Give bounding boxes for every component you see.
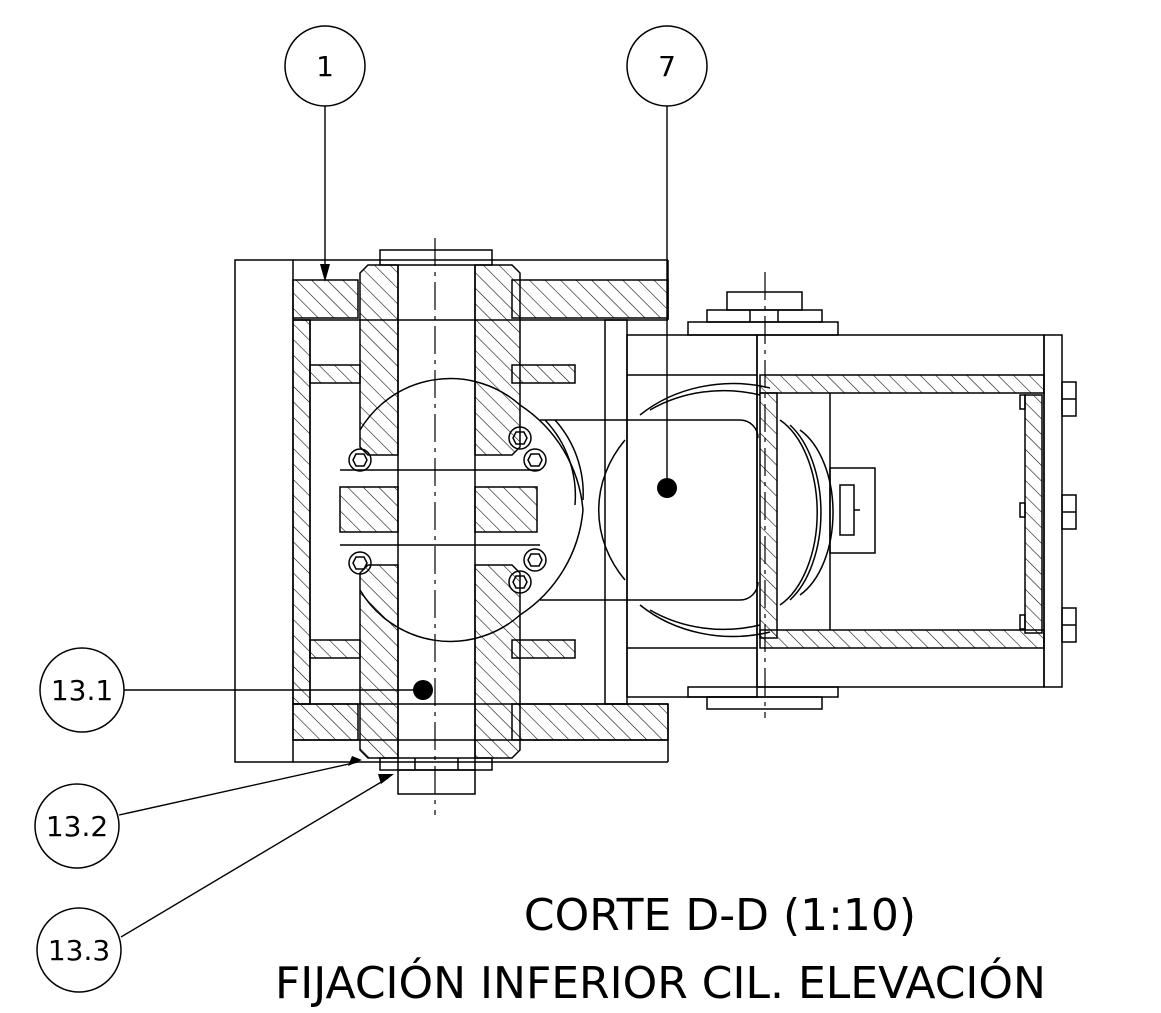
callout-13-3: 13.3: [36, 907, 122, 993]
hatched-sections: [292, 264, 1045, 759]
pin-shaft: [379, 249, 493, 795]
callout-13-1-label: 13.1: [51, 674, 113, 707]
leader-terminators: [320, 264, 677, 784]
callout-1-label: 1: [316, 50, 334, 83]
callout-13-2: 13.2: [34, 783, 120, 869]
callout-1: 1: [284, 25, 366, 107]
centerlines: [434, 238, 766, 815]
section-title: CORTE D-D (1:10): [524, 890, 916, 941]
callout-13-2-label: 13.2: [46, 810, 108, 843]
callout-13-1: 13.1: [39, 647, 125, 733]
leader-lines: [118, 106, 668, 938]
cylinder-eye: [340, 377, 584, 643]
callout-13-3-label: 13.3: [48, 934, 110, 967]
callout-7-label: 7: [658, 50, 676, 83]
cylinder-housing: [604, 291, 1077, 710]
section-subtitle: FIJACIÓN INFERIOR CIL. ELEVACIÓN: [275, 956, 1046, 1009]
callout-7: 7: [626, 25, 708, 107]
cylinder-rod: [540, 382, 834, 638]
